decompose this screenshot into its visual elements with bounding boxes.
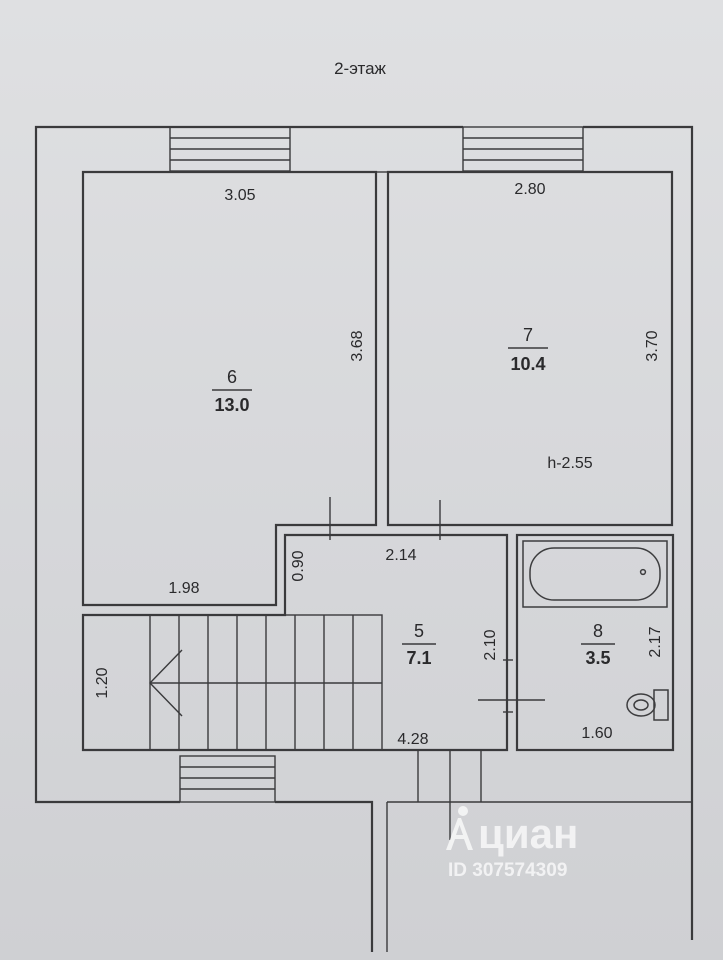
watermark-id: ID 307574309 [448,860,567,881]
staircase [149,614,383,751]
dim-room6-width-top: 3.05 [224,187,255,204]
room-8-area: 3.5 [585,648,610,668]
dim-room6-height: 3.68 [349,330,366,361]
room-5-area: 7.1 [406,648,431,668]
dim-room8-width: 1.60 [581,725,612,742]
dim-stair-width: 1.20 [94,667,111,698]
room-7-area: 10.4 [510,354,545,374]
room-7-outline [386,170,674,527]
dim-room7-height: 3.70 [644,330,661,361]
dim-room5-notch: 0.90 [290,550,307,581]
dim-ceiling-height: h-2.55 [547,455,592,472]
cian-watermark: циан ID 307574309 [446,806,578,881]
room-5-number: 5 [414,621,424,641]
room-6-outline [81,170,378,607]
dim-room5-height: 2.10 [482,629,499,660]
room-6-number: 6 [227,367,237,387]
toilet-icon [626,689,669,721]
door-marks [329,497,545,840]
window-top-right [462,126,584,172]
dim-room5-width-top: 2.14 [385,547,416,564]
bathtub-icon [522,540,668,608]
dim-room5-width-bottom: 4.28 [397,731,428,748]
room-6-area: 13.0 [214,395,249,415]
dim-room8-height: 2.17 [647,626,664,657]
room-7-number: 7 [523,325,533,345]
window-top-left [169,126,291,172]
window-bottom [179,755,276,803]
dim-room7-width: 2.80 [514,181,545,198]
floor-title: 2-этаж [334,59,386,78]
room-8-outline [515,533,675,752]
outer-walls [34,125,694,952]
cian-logo-icon [446,806,473,850]
room-8-number: 8 [593,621,603,641]
watermark-brand: циан [478,810,578,857]
dim-room6-width-bottom: 1.98 [168,580,199,597]
